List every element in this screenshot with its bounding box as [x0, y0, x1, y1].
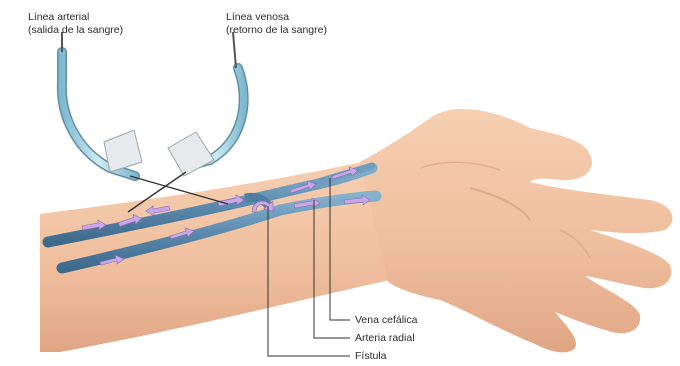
fistula-label: Fístula: [355, 350, 387, 363]
radial-artery-label: Arteria radial: [355, 332, 415, 345]
arterial-line-subtitle: (salida de la sangre): [28, 24, 123, 37]
tape-pad: [104, 130, 142, 172]
tape-pad: [168, 132, 214, 176]
dialysis-lines: [62, 32, 244, 212]
arterial-line-label: Línea arterial (salida de la sangre): [28, 11, 123, 37]
line-connector: [233, 32, 236, 68]
venous-line-title: Línea venosa: [226, 11, 327, 24]
cephalic-vein-label: Vena cefálica: [355, 314, 417, 327]
arterial-line-title: Línea arterial: [28, 11, 123, 24]
venous-line-subtitle: (retorno de la sangre): [226, 24, 327, 37]
venous-line-label: Línea venosa (retorno de la sangre): [226, 11, 327, 37]
